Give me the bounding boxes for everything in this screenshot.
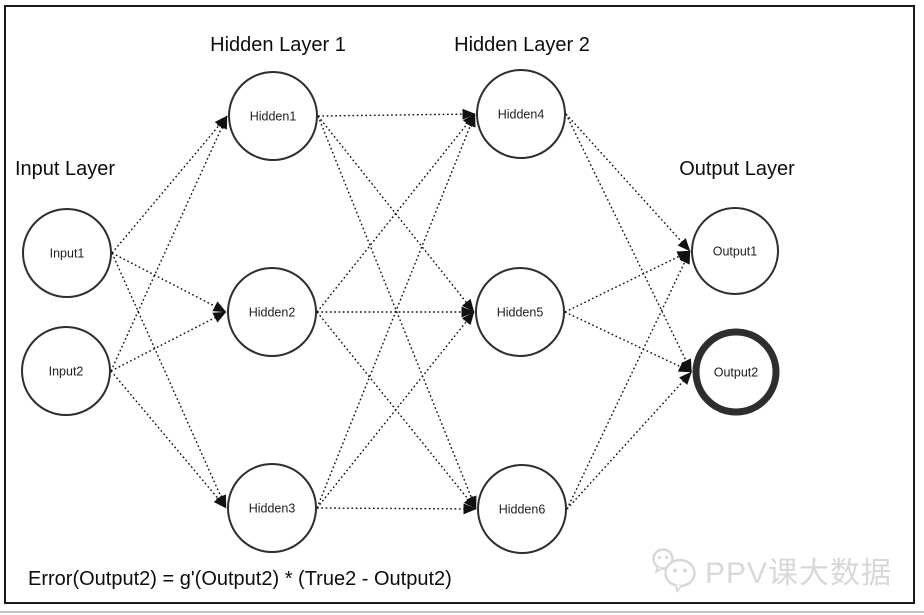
edge-input1-hidden2 (111, 252, 227, 313)
node-label-hidden4: Hidden4 (498, 107, 545, 121)
node-label-hidden1: Hidden1 (250, 109, 297, 123)
edge-hidden2-hidden6 (316, 311, 477, 510)
node-input1 (22, 208, 112, 298)
edge-input1-hidden3 (111, 252, 227, 509)
edge-hidden3-hidden6 (316, 503, 477, 515)
node-output2 (692, 328, 780, 416)
edge-hidden6-output2 (566, 371, 693, 510)
node-hidden5 (475, 267, 565, 357)
node-label-hidden2: Hidden2 (249, 305, 296, 319)
edge-input2-hidden3 (110, 370, 227, 509)
node-label-output1: Output1 (713, 244, 758, 258)
edge-hidden4-output2 (565, 113, 693, 373)
edge-hidden5-output2 (564, 311, 692, 373)
node-label-input2: Input2 (49, 364, 84, 378)
node-output1 (691, 207, 779, 295)
edge-hidden3-hidden5 (316, 311, 475, 509)
edge-hidden6-output1 (566, 250, 691, 510)
edge-input1-hidden1 (111, 115, 228, 254)
node-label-input1: Input1 (50, 246, 85, 260)
watermark-text: PPV课大数据 (705, 557, 893, 590)
edge-hidden4-output1 (565, 113, 691, 252)
node-hidden1 (228, 71, 318, 161)
node-label-output2: Output2 (714, 365, 759, 379)
node-input2 (21, 326, 111, 416)
node-hidden2 (227, 267, 317, 357)
layer-title-hidden-2: Hidden Layer 2 (454, 34, 590, 56)
error-formula: Error(Output2) = g'(Output2) * (True2 - … (28, 568, 452, 590)
edge-hidden3-hidden4 (316, 113, 476, 509)
edge-input2-hidden2 (110, 311, 227, 372)
edge-hidden1-hidden6 (317, 115, 477, 510)
bottom-divider (0, 611, 924, 613)
node-hidden4 (476, 69, 566, 159)
edges-group (110, 108, 693, 515)
watermark: PPV课大数据 (650, 546, 892, 594)
node-label-hidden6: Hidden6 (499, 502, 546, 516)
node-label-hidden5: Hidden5 (497, 305, 544, 319)
layer-title-input: Input Layer (14, 158, 116, 180)
edge-input2-hidden1 (110, 115, 228, 372)
wechat-icon (652, 548, 696, 593)
edge-hidden2-hidden4 (316, 113, 476, 313)
node-label-hidden3: Hidden3 (249, 501, 296, 515)
node-hidden3 (227, 463, 317, 553)
edge-hidden1-hidden4 (317, 108, 476, 120)
edge-hidden5-output1 (564, 250, 691, 313)
layer-title-hidden-1: Hidden Layer 1 (210, 34, 346, 56)
diagram-frame (4, 5, 915, 604)
layer-title-output: Output Layer (679, 158, 795, 180)
node-hidden6 (477, 464, 567, 554)
